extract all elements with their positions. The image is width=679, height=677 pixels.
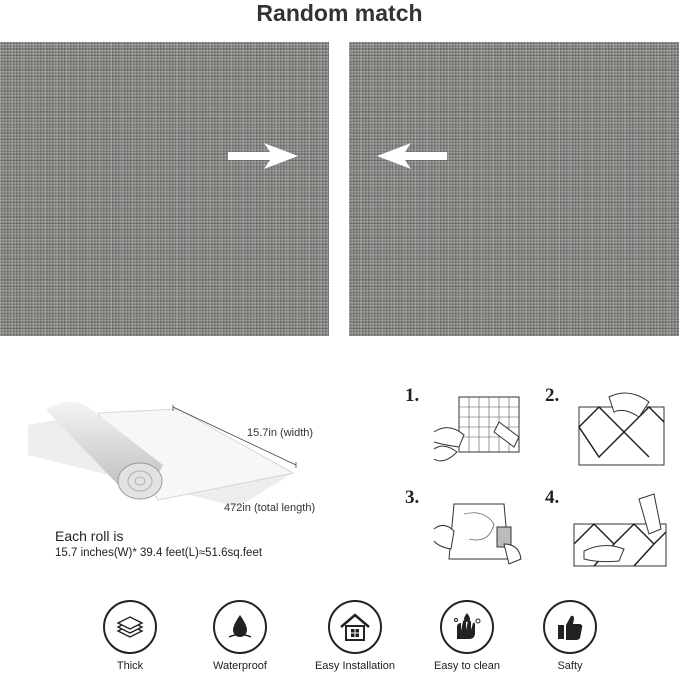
- roll-length-label: 472in (total length): [224, 502, 316, 514]
- feature-label: Safty: [557, 660, 583, 672]
- peel-step-icon: [433, 396, 520, 462]
- wallpaper-roll-illustration: [28, 401, 297, 507]
- install-step-2: 2.: [545, 385, 675, 467]
- roll-width-label: 15.7in (width): [247, 427, 314, 439]
- feature-thick: Thick: [75, 600, 185, 677]
- feature-label: Easy to clean: [433, 660, 501, 672]
- feature-easy-to-clean: Easy to clean: [412, 600, 522, 677]
- install-step-4: 4.: [545, 487, 675, 569]
- page-title: Random match: [256, 0, 423, 26]
- layers-icon: [103, 600, 157, 654]
- stick-step-icon: [433, 503, 522, 565]
- feature-label: Thick: [116, 660, 144, 672]
- arrow-left-icon: [377, 143, 447, 169]
- feature-waterproof: Waterproof: [185, 600, 295, 677]
- clean-hand-icon: [440, 600, 494, 654]
- feature-safety: Safty: [515, 600, 625, 677]
- align-step-icon: [578, 392, 665, 466]
- house-icon: [328, 600, 382, 654]
- smooth-step-icon: [573, 493, 667, 567]
- step-number: 4.: [545, 487, 560, 508]
- feature-label: Easy Installation: [314, 660, 396, 672]
- thumbs-up-icon: [543, 600, 597, 654]
- step-number: 2.: [545, 385, 560, 406]
- arrow-right-icon: [228, 143, 298, 169]
- fabric-swatch-left: [0, 42, 329, 336]
- step-number: 1.: [405, 385, 420, 406]
- each-roll-label: Each roll is: [55, 528, 124, 544]
- feature-label: Waterproof: [212, 660, 267, 672]
- install-step-1: 1.: [405, 385, 535, 467]
- install-step-3: 3.: [405, 487, 535, 569]
- feature-easy-installation: Easy Installation: [300, 600, 410, 677]
- roll-spec-text: 15.7 inches(W)* 39.4 feet(L)≈51.6sq.feet: [55, 547, 263, 559]
- step-number: 3.: [405, 487, 420, 508]
- water-drop-icon: [213, 600, 267, 654]
- fabric-swatch-right: [349, 42, 679, 336]
